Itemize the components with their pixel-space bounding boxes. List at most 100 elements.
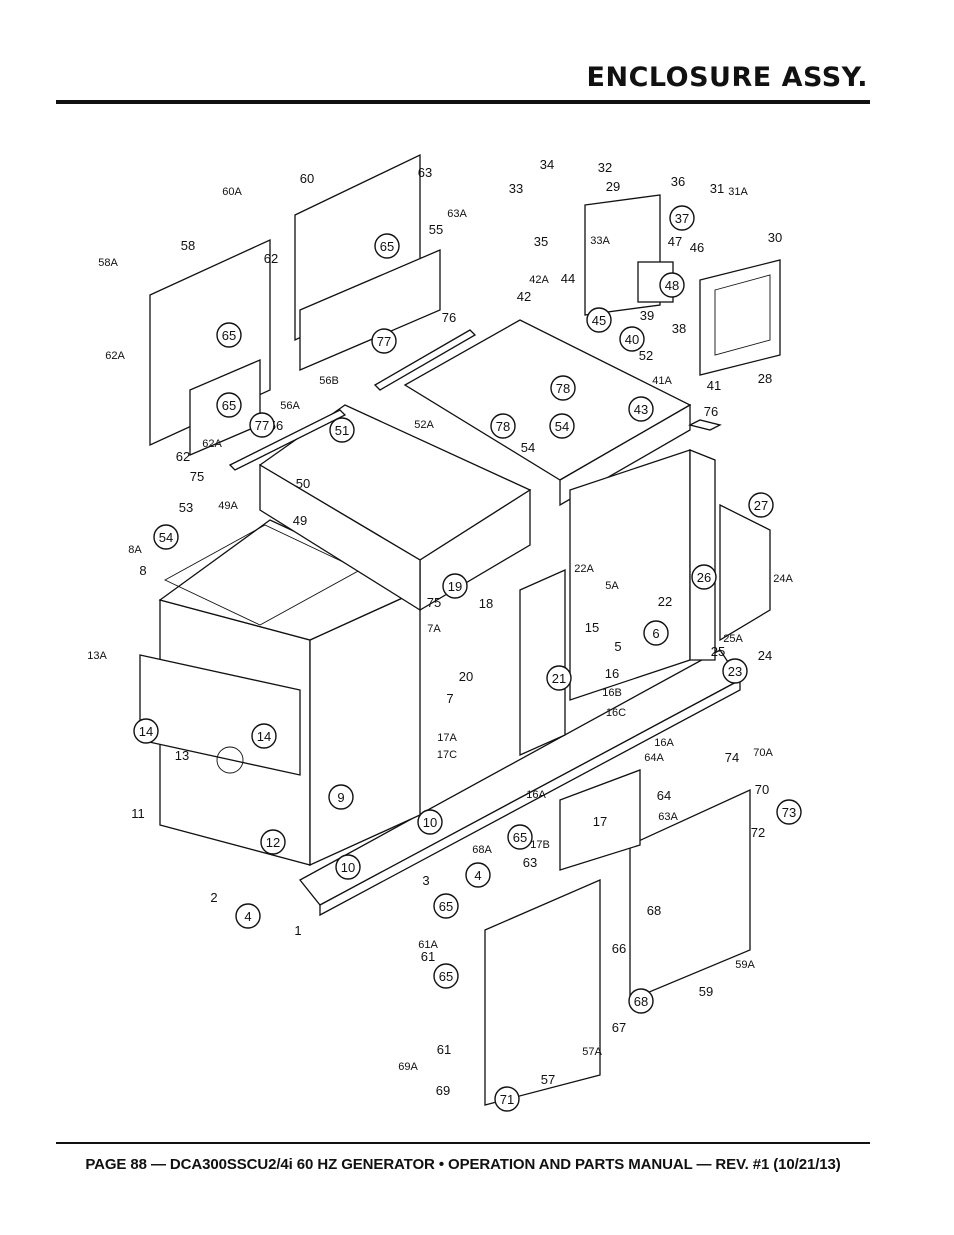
callout-label: 13: [175, 748, 189, 763]
callout-label: 59A: [735, 959, 755, 971]
callout-label: 46: [690, 240, 704, 255]
callout-58a: 58A: [98, 257, 118, 269]
rail-75: [228, 409, 347, 471]
callout-73: 73: [776, 799, 802, 825]
callout-36: 36: [671, 174, 685, 189]
callout-circle: [550, 375, 576, 401]
callout-64: 64: [657, 788, 671, 803]
callout-label: 17A: [437, 732, 457, 744]
callout-label: 42A: [529, 274, 549, 286]
callout-label: 61A: [418, 939, 438, 951]
footer-rule: [56, 1142, 870, 1144]
callout-8: 8: [139, 563, 146, 578]
callout-16a: 16A: [654, 737, 674, 749]
callout-5a: 5A: [605, 580, 619, 592]
callout-circle: [691, 564, 717, 590]
callout-4: 4: [235, 903, 261, 929]
callout-label: 76: [442, 310, 456, 325]
callout-13: 13: [175, 748, 189, 763]
callout-57: 57: [541, 1072, 555, 1087]
callout-label: 54: [555, 419, 569, 434]
callout-label: 5A: [605, 580, 619, 592]
callout-60a: 60A: [222, 186, 242, 198]
callout-59a: 59A: [735, 959, 755, 971]
callout-76: 76: [442, 310, 456, 325]
callout-21: 21: [546, 665, 572, 691]
callout-label: 77: [377, 334, 391, 349]
callout-label: 61: [437, 1042, 451, 1057]
callout-14: 14: [133, 718, 159, 744]
callout-18: 18: [479, 596, 493, 611]
callout-33a: 33A: [590, 235, 610, 247]
callout-46: 46: [690, 240, 704, 255]
callout-label: 77: [255, 418, 269, 433]
callout-label: 17: [593, 814, 607, 829]
callout-4: 4: [465, 862, 491, 888]
callout-label: 67: [612, 1020, 626, 1035]
callout-9: 9: [328, 784, 354, 810]
callout-17a: 17A: [437, 732, 457, 744]
callout-circle: [546, 665, 572, 691]
door-window-28: [714, 274, 771, 356]
door-59: [629, 788, 751, 1001]
callout-label: 49: [293, 513, 307, 528]
callout-label: 65: [380, 239, 394, 254]
door-57: [484, 879, 601, 1106]
callout-label: 16A: [654, 737, 674, 749]
callout-38: 38: [672, 321, 686, 336]
callout-41a: 41A: [652, 375, 672, 387]
callout-75: 75: [427, 595, 441, 610]
callout-63: 63: [523, 855, 537, 870]
callout-label: 8: [139, 563, 146, 578]
callout-circle: [549, 413, 575, 439]
callout-40: 40: [619, 326, 645, 352]
callout-label: 16A: [526, 789, 546, 801]
callout-label: 63: [523, 855, 537, 870]
callout-label: 63A: [447, 208, 467, 220]
callout-27: 27: [748, 492, 774, 518]
callout-53: 53: [179, 500, 193, 515]
callout-circle: [235, 903, 261, 929]
callout-label: 65: [222, 328, 236, 343]
callout-5: 5: [614, 639, 621, 654]
callout-circle: [494, 1086, 520, 1112]
callout-label: 62A: [202, 438, 222, 450]
callout-label: 36: [671, 174, 685, 189]
callout-10: 10: [417, 809, 443, 835]
callout-label: 13A: [87, 650, 107, 662]
callout-circle: [133, 718, 159, 744]
callout-label: 38: [672, 321, 686, 336]
callout-label: 9: [337, 790, 344, 805]
callout-28: 28: [758, 371, 772, 386]
callout-circle: [335, 854, 361, 880]
callout-circle: [465, 862, 491, 888]
callout-circle: [507, 824, 533, 850]
callout-55: 55: [429, 222, 443, 237]
callout-3: 3: [422, 873, 429, 888]
callout-label: 69A: [398, 1061, 418, 1073]
callout-45: 45: [586, 307, 612, 333]
callout-70: 70: [755, 782, 769, 797]
callout-68: 68: [647, 903, 661, 918]
callout-69a: 69A: [398, 1061, 418, 1073]
callout-65: 65: [216, 392, 242, 418]
callout-label: 2: [210, 890, 217, 905]
callout-circle: [643, 620, 669, 646]
callout-61: 61: [437, 1042, 451, 1057]
callout-label: 41A: [652, 375, 672, 387]
callout-label: 50: [296, 476, 310, 491]
callout-circle: [628, 988, 654, 1014]
callout-circle: [659, 272, 685, 298]
panel-49-front: [259, 463, 421, 612]
callout-label: 15: [585, 620, 599, 635]
duct-64: [559, 769, 641, 871]
callout-39: 39: [640, 308, 654, 323]
callout-71: 71: [494, 1086, 520, 1112]
callout-29: 29: [606, 179, 620, 194]
callout-12: 12: [260, 829, 286, 855]
callout-7: 7: [446, 691, 453, 706]
callout-51: 51: [329, 417, 355, 443]
callout-48: 48: [659, 272, 685, 298]
callout-25a: 25A: [723, 633, 743, 645]
callout-label: 24A: [773, 573, 793, 585]
